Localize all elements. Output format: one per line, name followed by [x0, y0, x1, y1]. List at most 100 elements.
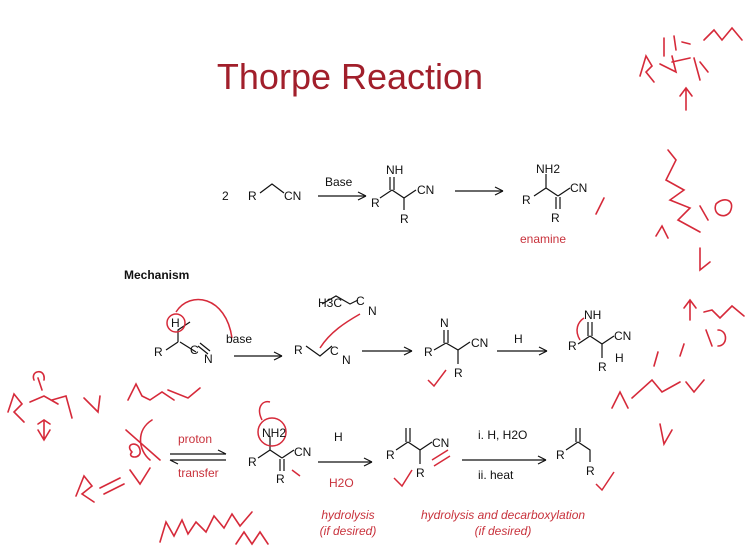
imine-skeleton: [379, 189, 417, 210]
imine-anion-skeleton: [433, 330, 471, 364]
proton-label-2: transfer: [178, 466, 219, 480]
atom-CN: CN: [294, 445, 312, 459]
r-groups-right: [655, 224, 711, 272]
equilibrium-forward: [170, 449, 227, 455]
second-nitrile-scribble: [127, 382, 201, 401]
atom-R: R: [248, 189, 257, 203]
atom-H: H: [171, 316, 180, 330]
o-circle: [714, 199, 733, 217]
coefficient: 2: [222, 189, 229, 203]
tautomer-chain: [664, 149, 701, 233]
mech-arrow-2-head: [403, 346, 413, 356]
vinylogous-note: [159, 511, 253, 543]
step-ii: ii. heat: [478, 468, 514, 482]
atom-N: N: [204, 352, 213, 366]
attack-curly-arrow: [319, 313, 361, 349]
check-mark-1: [427, 369, 447, 388]
nh2-curly: [258, 400, 271, 421]
atom-R: R: [416, 466, 425, 480]
atom-R: R: [586, 464, 595, 478]
check-marks-row2: [291, 469, 413, 488]
decarb-note: (if desired): [474, 524, 532, 538]
atom-R: R: [556, 448, 565, 462]
ketonitrile-skeleton: [395, 428, 433, 464]
base-reagent: Base: [325, 175, 353, 189]
atom-NH: NH: [386, 163, 404, 177]
atom-CN: CN: [471, 336, 489, 350]
enamine-label: enamine: [520, 232, 567, 246]
amine-note: [235, 530, 269, 546]
tick-right: [699, 205, 709, 221]
mechanism-heading: Mechanism: [124, 268, 190, 282]
up-arrow-1: [679, 86, 693, 111]
atom-C: C: [330, 344, 339, 358]
imine-double-bond: [389, 177, 395, 190]
keto-acid-scribble: [611, 378, 705, 409]
enamine-skeleton: [533, 174, 571, 209]
step-i: i. H, H2O: [478, 428, 528, 442]
atom-NH2: NH2: [262, 426, 287, 440]
atom-R: R: [154, 345, 163, 359]
atom-N: N: [440, 316, 449, 330]
h-plus-1: H: [514, 332, 523, 346]
atom-CN: CN: [614, 329, 632, 343]
nitrile-triple: [197, 342, 211, 355]
mech-arrow-3-head: [538, 346, 548, 356]
atom-CN: CN: [570, 181, 588, 195]
proton-circle: [166, 313, 186, 333]
hydrolysis-note: (if desired): [319, 524, 377, 538]
proton-curly-arrow: [576, 317, 585, 341]
hydrolysis-label: hydrolysis: [321, 508, 375, 522]
check-mark-ketone: [595, 471, 615, 492]
atom-R: R: [371, 196, 380, 210]
tautomer-scribble: [703, 26, 743, 42]
oh-scribble: [663, 35, 691, 57]
carbonyl-ticks: [653, 343, 685, 367]
nitrile-left-scribble: [7, 392, 101, 423]
atom-R: R: [522, 193, 531, 207]
start-skeleton: [165, 321, 197, 353]
ketenimine-scribble: [75, 467, 151, 503]
atom-CN: CN: [284, 189, 302, 203]
atom-R: R: [424, 345, 433, 359]
h2o-label: H2O: [329, 476, 354, 490]
atom-CN: CN: [432, 436, 450, 450]
atom-C: C: [190, 343, 199, 357]
negative-charge-circle: [128, 443, 141, 458]
atom-R: R: [248, 455, 257, 469]
overall-arrow-1-head: [357, 191, 367, 201]
atom-N: N: [342, 353, 351, 367]
equilibrium-back: [169, 459, 226, 465]
base-curly-arrow: [175, 298, 233, 339]
atom-R: R: [400, 212, 409, 226]
atom-R: R: [598, 360, 607, 374]
proton-label-1: proton: [178, 432, 213, 446]
atom-N: N: [368, 304, 377, 318]
reagent-chain-bond: [259, 183, 285, 194]
atom-R: R: [568, 339, 577, 353]
enol-scribble: [639, 54, 709, 83]
ketone-skeleton: [565, 428, 591, 462]
atom-NH: NH: [584, 308, 602, 322]
atom-NH2: NH2: [536, 162, 561, 176]
lone-pair-arrow: [125, 419, 161, 461]
nitrile-slash: [431, 449, 451, 467]
overall-arrow-2-head: [494, 186, 504, 196]
atom-R: R: [454, 366, 463, 380]
enamine-skeleton-2: [257, 436, 295, 471]
mech-arrow-1-head: [273, 351, 283, 361]
h-plus-2: H: [334, 430, 343, 444]
atom-H3C: H3C: [318, 296, 343, 310]
atom-H: H: [615, 351, 624, 365]
tick-enamine: [595, 197, 605, 215]
imine-cyclic-skeleton: [577, 322, 615, 358]
atom-R: R: [294, 343, 303, 357]
hydrolysis-arrow-head: [363, 457, 373, 467]
atom-CN: CN: [417, 183, 435, 197]
atom-R: R: [551, 211, 560, 225]
up-arrow-h-h2o: [683, 298, 745, 321]
atom-C: C: [356, 294, 365, 308]
